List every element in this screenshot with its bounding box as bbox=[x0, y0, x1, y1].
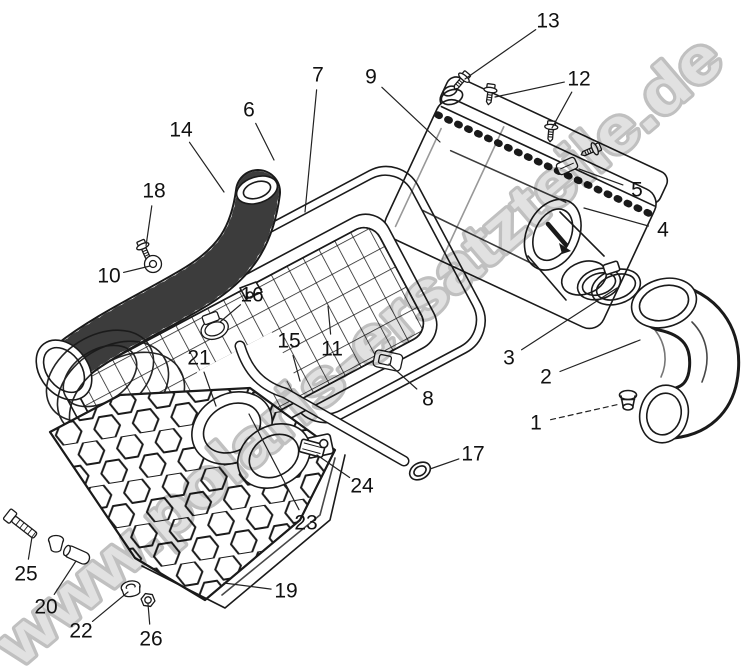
part-number-3: 3 bbox=[503, 346, 515, 370]
nut-26 bbox=[140, 592, 156, 608]
part-number-26: 26 bbox=[139, 627, 163, 651]
callout-leader-lines bbox=[27, 29, 650, 625]
part-number-13: 13 bbox=[536, 9, 560, 33]
part-number-1: 1 bbox=[530, 411, 542, 435]
part-number-23: 23 bbox=[294, 511, 318, 535]
part-number-9: 9 bbox=[365, 65, 377, 89]
washer-10 bbox=[143, 254, 163, 274]
part-number-16: 16 bbox=[240, 283, 264, 307]
hose-clamp-3 bbox=[590, 260, 642, 306]
intake-duct bbox=[35, 169, 281, 401]
outlet-elbow-boot bbox=[630, 277, 741, 444]
bushing bbox=[47, 534, 65, 553]
hose-clamp-16 bbox=[200, 311, 229, 341]
clip-5 bbox=[555, 156, 579, 176]
hardware bbox=[2, 68, 604, 608]
clip-8 bbox=[372, 349, 404, 372]
airbox-housing bbox=[384, 76, 669, 330]
flange-nut-22 bbox=[120, 580, 141, 598]
part-number-24: 24 bbox=[350, 474, 374, 498]
part-number-8: 8 bbox=[422, 387, 434, 411]
part-number-11: 11 bbox=[321, 337, 343, 361]
part-number-21: 21 bbox=[187, 346, 211, 370]
hose-end-cap-17 bbox=[408, 461, 432, 481]
bolt-25 bbox=[2, 508, 38, 539]
part-number-25: 25 bbox=[14, 562, 38, 586]
spacer-20 bbox=[62, 544, 91, 565]
part-number-20: 20 bbox=[34, 595, 58, 619]
part-number-19: 19 bbox=[274, 579, 298, 603]
drain-hose bbox=[234, 340, 410, 467]
part-number-12: 12 bbox=[567, 67, 591, 91]
part-number-2: 2 bbox=[540, 365, 552, 389]
part-number-6: 6 bbox=[243, 98, 255, 122]
part-number-7: 7 bbox=[312, 63, 324, 87]
part-number-5: 5 bbox=[631, 178, 643, 202]
drain-plug-1 bbox=[618, 389, 638, 411]
part-number-17: 17 bbox=[461, 442, 485, 466]
part-number-10: 10 bbox=[97, 264, 121, 288]
part-number-4: 4 bbox=[657, 218, 669, 242]
part-number-15: 15 bbox=[277, 329, 301, 353]
part-number-18: 18 bbox=[142, 179, 166, 203]
part-number-22: 22 bbox=[69, 619, 93, 643]
part-number-14: 14 bbox=[169, 118, 193, 142]
hose-clamp-24 bbox=[298, 438, 329, 458]
adapter-boot bbox=[191, 391, 311, 489]
